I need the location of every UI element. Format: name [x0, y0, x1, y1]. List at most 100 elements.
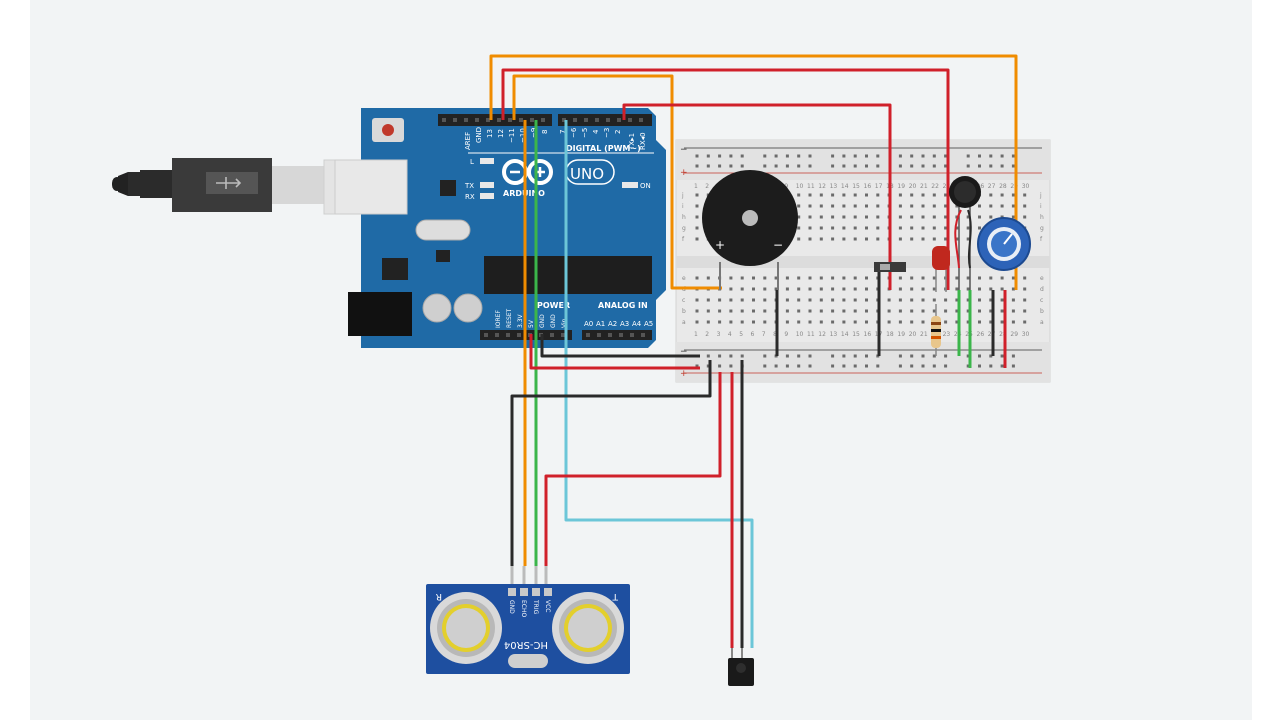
breadboard-hole[interactable] [842, 154, 846, 158]
breadboard-hole[interactable] [910, 204, 914, 208]
breadboard-hole[interactable] [718, 320, 722, 324]
breadboard-hole[interactable] [831, 276, 835, 280]
breadboard-hole[interactable] [718, 164, 722, 168]
header-pin[interactable] [597, 333, 601, 337]
breadboard-hole[interactable] [819, 226, 823, 230]
breadboard-hole[interactable] [785, 164, 789, 168]
vibration-motor[interactable] [949, 176, 981, 290]
breadboard-hole[interactable] [1023, 287, 1027, 291]
breadboard-hole[interactable] [819, 309, 823, 313]
breadboard-hole[interactable] [989, 215, 993, 219]
breadboard-hole[interactable] [989, 164, 993, 168]
breadboard-hole[interactable] [944, 237, 948, 241]
breadboard-hole[interactable] [1011, 164, 1015, 168]
wire-pin2-to-switch[interactable] [622, 103, 892, 290]
breadboard-hole[interactable] [989, 364, 993, 368]
breadboard-hole[interactable] [797, 154, 801, 158]
breadboard-hole[interactable] [819, 298, 823, 302]
breadboard-hole[interactable] [932, 287, 936, 291]
breadboard-hole[interactable] [831, 354, 835, 358]
breadboard-hole[interactable] [876, 164, 880, 168]
breadboard-hole[interactable] [876, 204, 880, 208]
breadboard-hole[interactable] [853, 154, 857, 158]
breadboard-hole[interactable] [989, 320, 993, 324]
breadboard-hole[interactable] [853, 193, 857, 197]
breadboard-hole[interactable] [797, 237, 801, 241]
breadboard-hole[interactable] [1000, 276, 1004, 280]
breadboard-hole[interactable] [740, 354, 744, 358]
breadboard-hole[interactable] [887, 309, 891, 313]
breadboard-hole[interactable] [808, 276, 812, 280]
breadboard-hole[interactable] [898, 276, 902, 280]
breadboard-hole[interactable] [842, 320, 846, 324]
breadboard-hole[interactable] [831, 215, 835, 219]
header-pin[interactable] [475, 118, 479, 122]
breadboard-hole[interactable] [1023, 193, 1027, 197]
breadboard-hole[interactable] [740, 276, 744, 280]
ir-receiver[interactable] [728, 648, 754, 686]
breadboard-hole[interactable] [819, 215, 823, 219]
header-pin[interactable] [484, 333, 488, 337]
header-pin[interactable] [639, 118, 643, 122]
breadboard-hole[interactable] [819, 204, 823, 208]
breadboard-hole[interactable] [989, 276, 993, 280]
breadboard-hole[interactable] [785, 354, 789, 358]
breadboard-hole[interactable] [910, 237, 914, 241]
breadboard-hole[interactable] [797, 309, 801, 313]
breadboard-hole[interactable] [842, 193, 846, 197]
breadboard-hole[interactable] [797, 298, 801, 302]
breadboard-hole[interactable] [752, 298, 755, 302]
breadboard-hole[interactable] [978, 164, 981, 168]
breadboard-hole[interactable] [706, 354, 710, 358]
wire-gnd-to-rail[interactable] [540, 334, 700, 358]
breadboard-hole[interactable] [978, 364, 981, 368]
breadboard-hole[interactable] [978, 287, 981, 291]
resistor[interactable] [931, 304, 941, 356]
header-pin[interactable] [497, 118, 501, 122]
breadboard-hole[interactable] [944, 354, 948, 358]
breadboard-hole[interactable] [910, 287, 914, 291]
breadboard-hole[interactable] [774, 154, 778, 158]
arduino-uno-board[interactable]: AREF GND 13 12 ~11 ~10 ~9 8 7 ~6 ~5 4 ~3… [334, 108, 666, 348]
breadboard-hole[interactable] [695, 364, 699, 368]
breadboard-hole[interactable] [1011, 298, 1015, 302]
breadboard-hole[interactable] [819, 237, 823, 241]
header-pin[interactable] [486, 118, 490, 122]
breadboard-hole[interactable] [853, 204, 857, 208]
breadboard-hole[interactable] [966, 237, 970, 241]
breadboard-hole[interactable] [865, 276, 868, 280]
breadboard-hole[interactable] [966, 320, 970, 324]
breadboard-hole[interactable] [729, 354, 733, 358]
header-pin[interactable] [595, 118, 599, 122]
breadboard-hole[interactable] [910, 364, 914, 368]
breadboard-hole[interactable] [740, 154, 744, 158]
breadboard-hole[interactable] [944, 215, 948, 219]
breadboard-hole[interactable] [785, 154, 789, 158]
breadboard-hole[interactable] [729, 309, 733, 313]
breadboard-hole[interactable] [921, 237, 925, 241]
breadboard-hole[interactable] [695, 298, 699, 302]
breadboard-hole[interactable] [842, 276, 846, 280]
breadboard-hole[interactable] [797, 164, 801, 168]
breadboard-hole[interactable] [865, 364, 868, 368]
breadboard-hole[interactable] [797, 354, 801, 358]
breadboard-hole[interactable] [1011, 309, 1015, 313]
header-pin[interactable] [519, 118, 523, 122]
header-pin[interactable] [573, 118, 577, 122]
breadboard-hole[interactable] [966, 298, 970, 302]
breadboard-hole[interactable] [989, 204, 993, 208]
breadboard-hole[interactable] [865, 154, 868, 158]
breadboard-hole[interactable] [898, 287, 902, 291]
breadboard-hole[interactable] [797, 215, 801, 219]
breadboard-hole[interactable] [989, 298, 993, 302]
breadboard-hole[interactable] [808, 287, 812, 291]
breadboard-hole[interactable] [978, 320, 981, 324]
breadboard-hole[interactable] [944, 298, 948, 302]
breadboard-hole[interactable] [785, 364, 789, 368]
breadboard-hole[interactable] [910, 193, 914, 197]
breadboard-hole[interactable] [865, 309, 868, 313]
breadboard-hole[interactable] [966, 215, 970, 219]
breadboard-hole[interactable] [1011, 354, 1015, 358]
breadboard-hole[interactable] [898, 226, 902, 230]
breadboard-hole[interactable] [921, 287, 925, 291]
